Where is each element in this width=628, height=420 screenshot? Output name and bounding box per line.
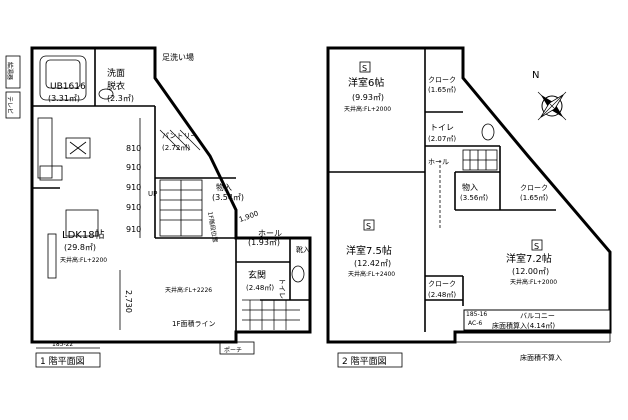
- ldk-area: (29.8㎡): [64, 243, 96, 252]
- dim-bottom: 185-22: [52, 341, 73, 348]
- balcony-label: バルコニー: [520, 312, 555, 320]
- room75-name: 洋室7.5帖: [346, 244, 392, 257]
- room6-name: 洋室6帖: [348, 76, 384, 89]
- closet-mid-label: クローク: [520, 184, 548, 192]
- closet-bot-area: (2.48㎡): [428, 291, 456, 299]
- water-heater: [5, 55, 21, 89]
- pantry-hatch: [159, 129, 201, 151]
- pantry-label: パントリー: [162, 132, 197, 140]
- storage-label: 物入: [216, 182, 232, 192]
- stairs-2f: [462, 149, 498, 171]
- entrance-tile: [242, 299, 300, 330]
- balcony-note: 床面積不算入: [520, 353, 562, 362]
- marker-s: [359, 61, 371, 73]
- room72-height: 天井高:FL+2000: [510, 278, 557, 286]
- dim-910c: 910: [126, 203, 141, 212]
- tv-box: [5, 91, 21, 119]
- floor1-caption: 1 階平面図: [40, 356, 85, 367]
- compass-icon: N: [532, 70, 567, 121]
- bathtub-inner: [45, 59, 81, 89]
- room6-area: (9.93㎡): [352, 93, 384, 102]
- pantry-area: (2.72㎡): [162, 144, 190, 152]
- floor1-caption-box: [35, 352, 101, 368]
- dim-910b: 910: [126, 183, 141, 192]
- room75-area: (12.42㎡): [354, 259, 391, 268]
- hall-label: ホール: [258, 229, 282, 238]
- floor1-plan: [5, 46, 312, 355]
- water-heater-label: 給湯器: [6, 62, 14, 80]
- stairs-1f: [159, 179, 203, 237]
- dim-910d: 910: [126, 225, 141, 234]
- wash-name2: 脱衣: [107, 80, 125, 92]
- ldk-name: LDK18帖: [62, 228, 105, 241]
- toilet-fixture-2f: [481, 123, 495, 141]
- floor1-texts: UB1616 (3.31㎡) 洗面 脱衣 (2.3㎡) 足洗い場 パントリー (…: [6, 52, 310, 368]
- floor2-texts: S S S 洋室6帖 (9.93㎡) 天井高:FL+2000 クローク (1.6…: [337, 64, 562, 368]
- room72-area: (12.00㎡): [512, 267, 549, 276]
- floor2-caption-box: [337, 352, 403, 368]
- footwash-label: 足洗い場: [162, 52, 194, 62]
- tv-label: テレビ: [6, 96, 14, 114]
- dim-2f-top: 185-16: [466, 311, 487, 318]
- floor2-plan: [326, 46, 612, 344]
- hall-2f-label: ホール: [428, 158, 449, 166]
- hall-area: (1.93㎡): [248, 238, 280, 247]
- marker-s: [363, 219, 375, 231]
- room6-height: 天井高:FL+2000: [344, 105, 391, 113]
- shoe-label: 靴入: [296, 245, 310, 254]
- toilet-2f-label: トイレ: [430, 123, 454, 132]
- storage-area: (3.54㎡): [212, 193, 244, 202]
- floor2-outer-wall: [326, 46, 612, 344]
- room72-name: 洋室7.2帖: [506, 252, 552, 265]
- dining-table: [65, 209, 99, 237]
- toilet-fixture: [291, 265, 305, 283]
- wash-name: 洗面: [107, 67, 125, 79]
- ldk-height: 天井高:FL+2200: [60, 256, 107, 264]
- porch: [219, 341, 255, 355]
- entrance-label: 玄関: [248, 269, 266, 281]
- kitchen-counter: [37, 117, 53, 179]
- ent-height: 天井高:FL+2226: [165, 286, 212, 294]
- closet-top-area: (1.65㎡): [428, 86, 456, 94]
- entrance-area: (2.48㎡): [246, 284, 274, 292]
- bath-area: (3.31㎡): [48, 94, 80, 103]
- toilet-2f-area: (2.07㎡): [428, 135, 456, 143]
- marker-s-label: S: [362, 64, 367, 73]
- room75-height: 天井高:FL+2400: [348, 270, 395, 278]
- floor2-caption: 2 階平面図: [342, 356, 387, 367]
- dim-1900: 1,900: [238, 210, 260, 224]
- compass-letter: N: [532, 70, 539, 81]
- balcony-area: 床面積算入(4.14㎡): [492, 321, 555, 330]
- wash-area: (2.3㎡): [107, 94, 134, 103]
- wash-sink: [98, 88, 114, 100]
- sink-block: [39, 165, 63, 181]
- dim-810: 810: [126, 144, 141, 153]
- closet-mid-area: (1.65㎡): [520, 194, 548, 202]
- sofa: [47, 233, 57, 279]
- closet-top-label: クローク: [428, 76, 456, 84]
- line-note: 1F面積ライン: [172, 319, 215, 328]
- up-label: UP: [148, 190, 157, 198]
- marker-s: [531, 239, 543, 251]
- porch-label: ポーチ: [224, 346, 242, 354]
- dim-910a: 910: [126, 163, 141, 172]
- balcony: [463, 309, 611, 331]
- storage-2f-label: 物入: [462, 182, 478, 192]
- floor1-outer-wall: [30, 46, 312, 344]
- marker-s-label: S: [366, 222, 371, 231]
- closet-bot-label: クローク: [428, 280, 456, 288]
- toilet-label: トイレ: [278, 278, 286, 299]
- dim-2730: 2,730: [124, 290, 133, 313]
- dim-2f-ac: AC-6: [468, 320, 482, 327]
- storage-2f-area: (3.56㎡): [460, 194, 488, 202]
- kitchen-island: [65, 137, 91, 159]
- marker-s-label: S: [534, 242, 539, 251]
- bathtub: [39, 55, 87, 101]
- bath-name: UB1616: [50, 82, 86, 92]
